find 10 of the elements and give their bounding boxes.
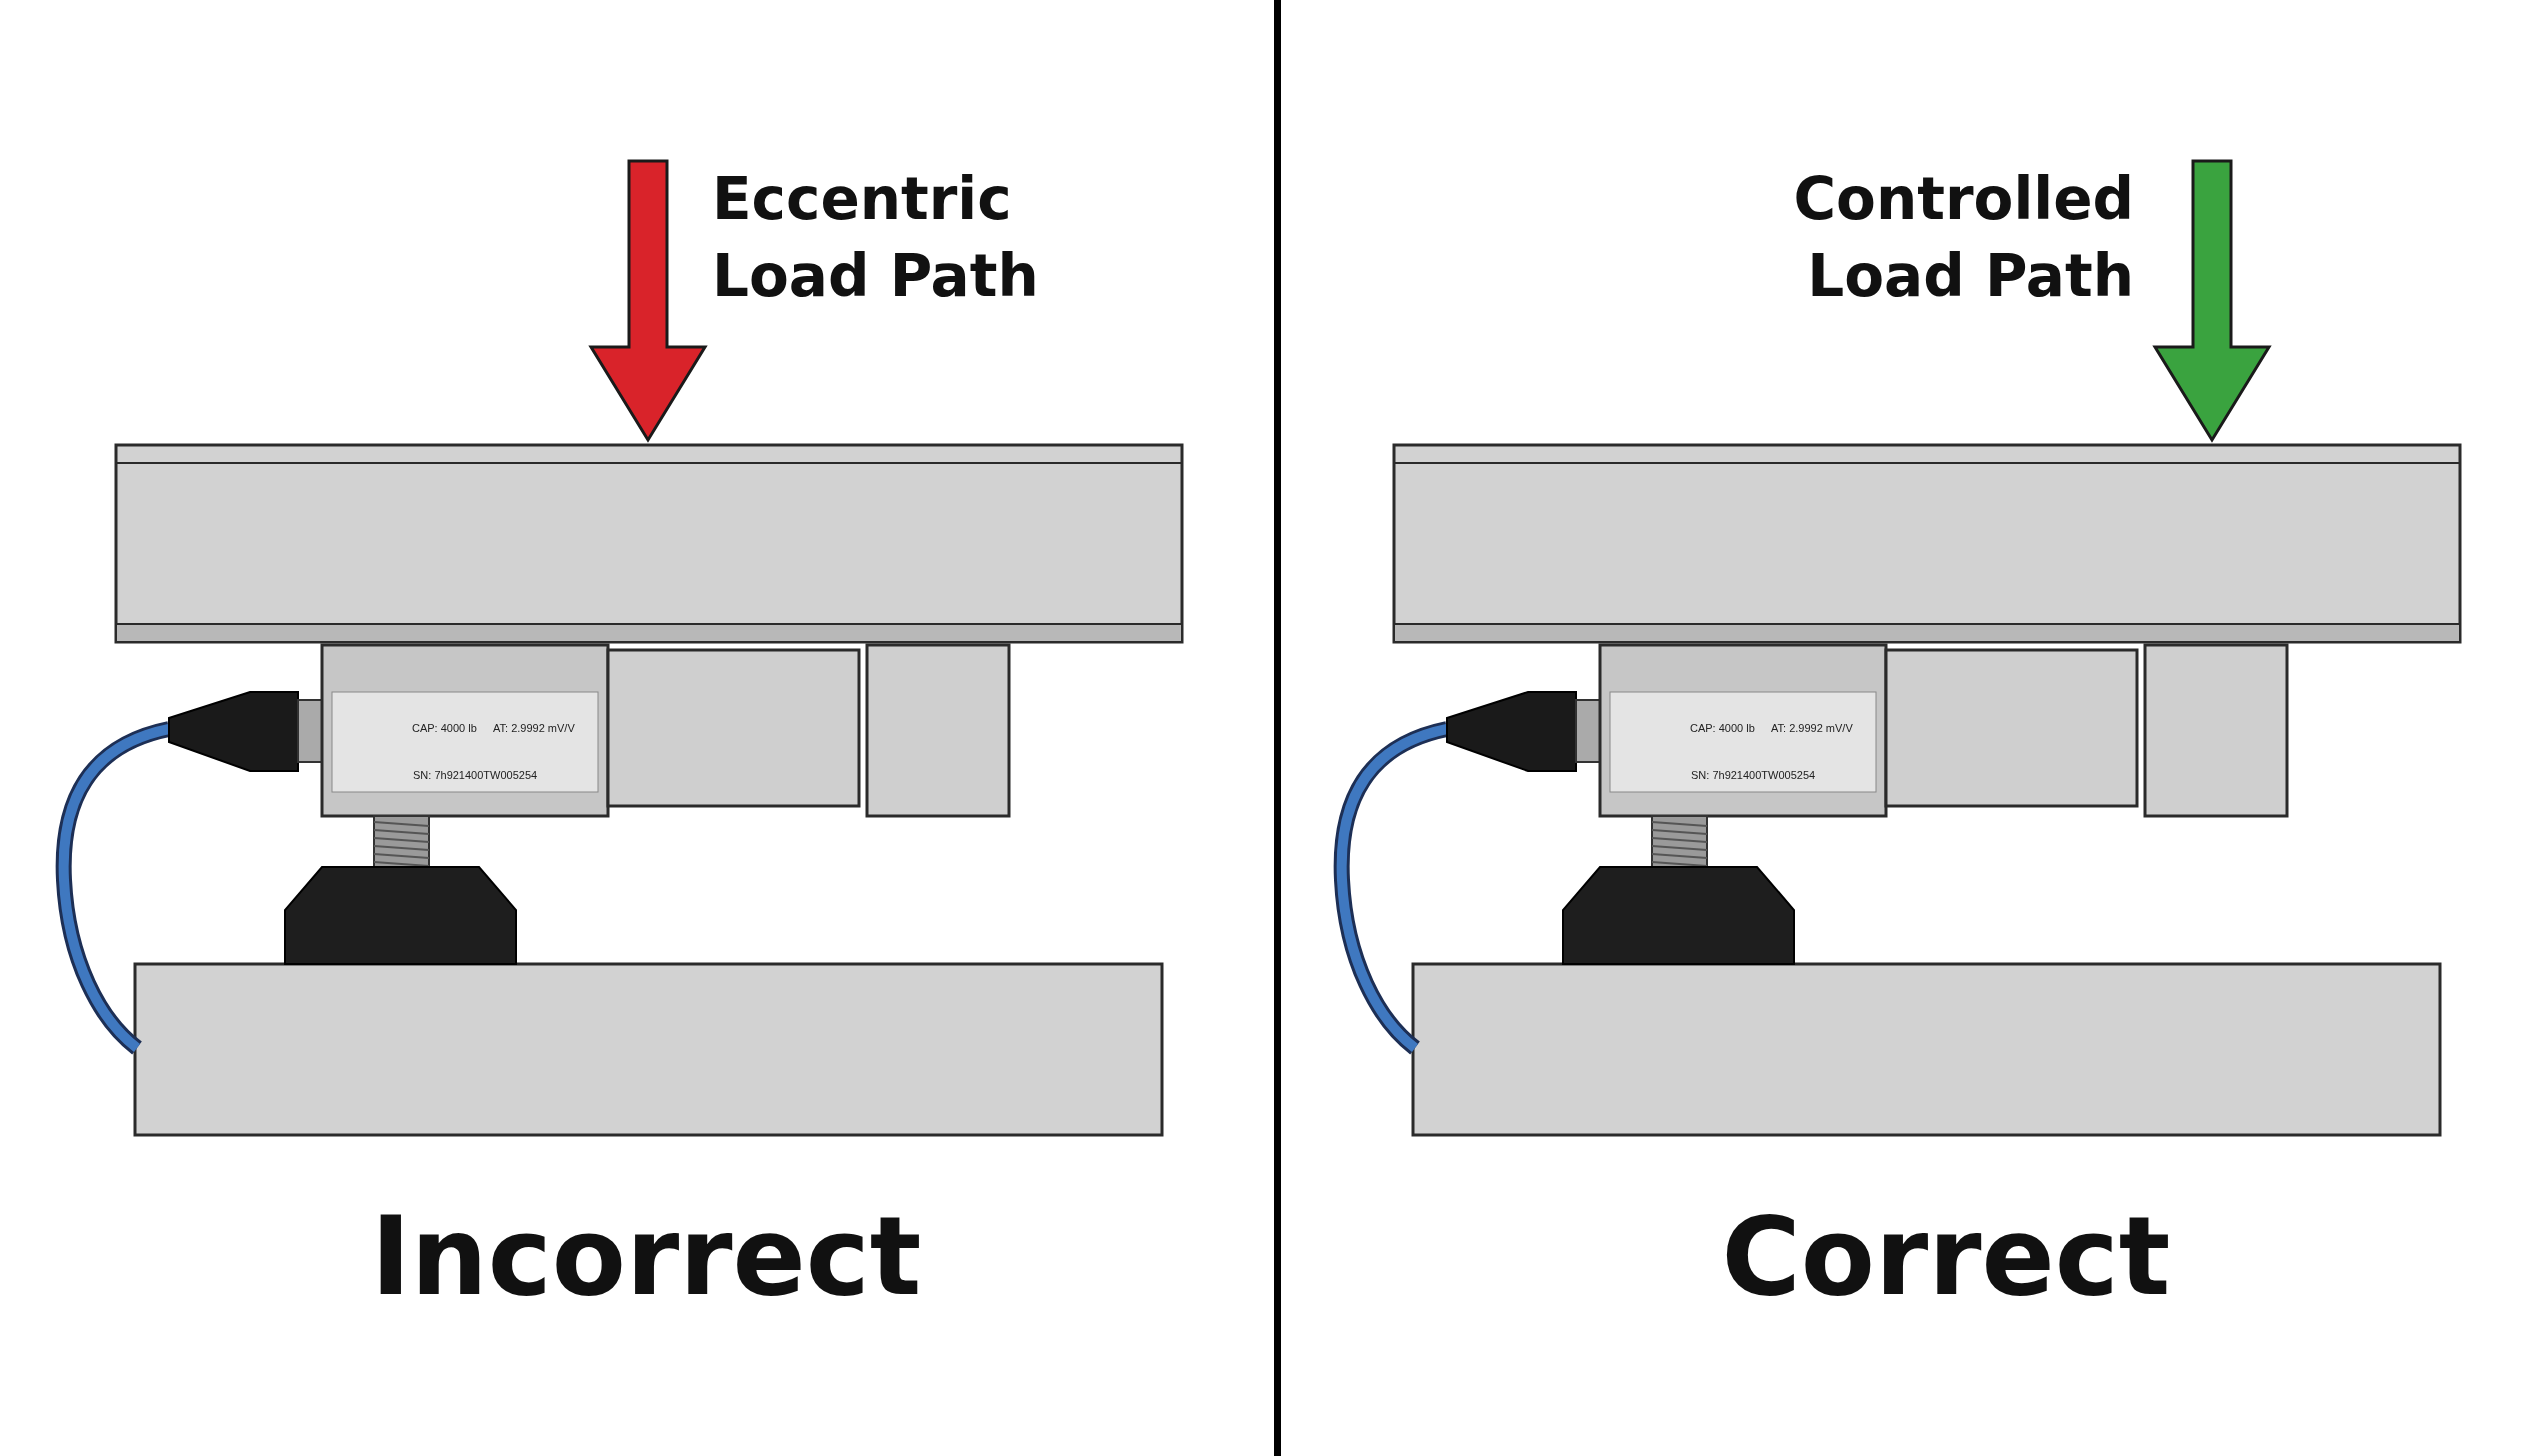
verdict-heading: Correct xyxy=(1720,1197,2172,1317)
caption-text: Controlled Load Path xyxy=(1792,164,2134,312)
spec-text: AT: 2.9992 mV/V xyxy=(1771,722,1853,735)
verdict-heading: Incorrect xyxy=(369,1197,923,1317)
spec-text: SN: 7h921400TW005254 xyxy=(413,769,538,782)
spec-text: SN: 7h921400TW005254 xyxy=(1691,769,1816,782)
spec-text: CAP: 4000 lb xyxy=(412,722,477,735)
spec-text: CAP: 4000 lb xyxy=(1690,722,1755,735)
caption-text: Eccentric Load Path xyxy=(712,164,1040,312)
spec-text: AT: 2.9992 mV/V xyxy=(493,722,575,735)
